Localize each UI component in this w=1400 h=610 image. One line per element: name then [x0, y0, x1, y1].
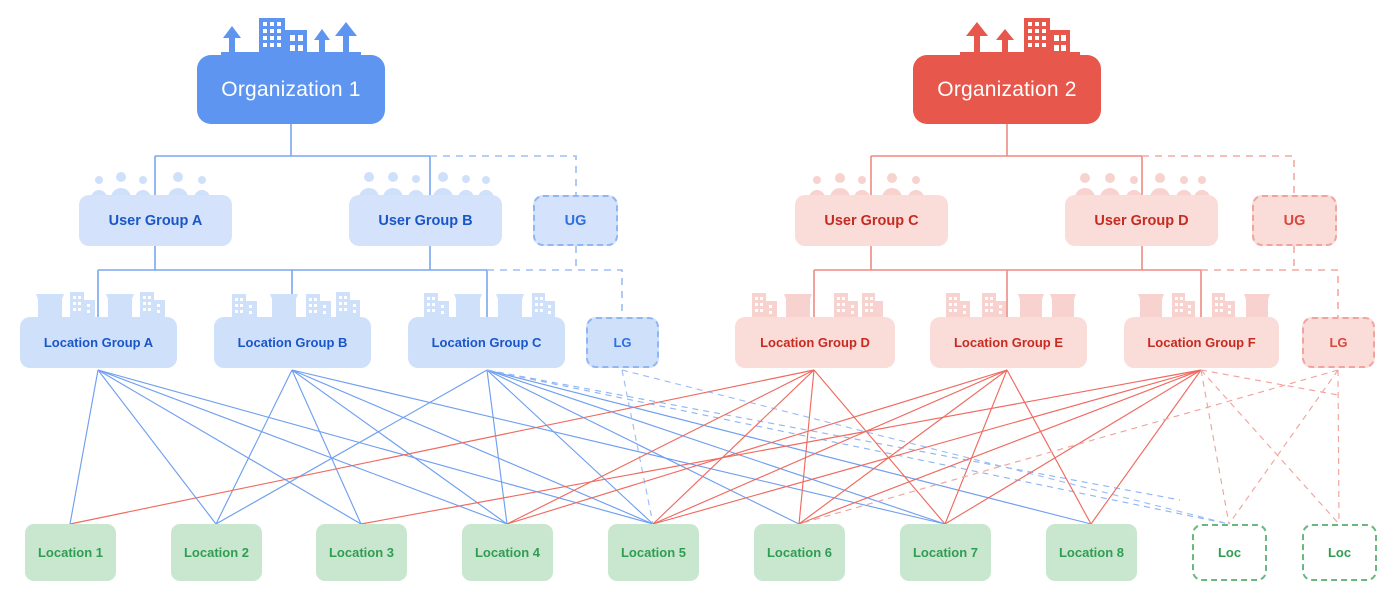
user-group-node-c[interactable]: User Group C: [795, 195, 948, 246]
organization-node-1[interactable]: Organization 1: [197, 55, 385, 124]
location-placeholder-1[interactable]: Loc: [1192, 524, 1267, 581]
location-group-node-c[interactable]: Location Group C: [408, 317, 565, 368]
user-group-node-a[interactable]: User Group A: [79, 195, 232, 246]
organization-node-2[interactable]: Organization 2: [913, 55, 1101, 124]
user-group-placeholder-2[interactable]: UG: [1252, 195, 1337, 246]
user-group-node-d[interactable]: User Group D: [1065, 195, 1218, 246]
lg-ghost-red-lines: [798, 369, 1340, 525]
org1-ug-to-lg-lines: [97, 246, 488, 317]
location-label: Location 6: [766, 545, 832, 560]
location-node-7[interactable]: Location 7: [900, 524, 991, 581]
location-group-label: Location Group D: [760, 335, 870, 350]
org2-ghost-ug-line: [1142, 155, 1295, 195]
lga-to-locations: [69, 369, 654, 525]
user-group-label: User Group A: [108, 212, 203, 229]
location-label: Location 4: [474, 545, 540, 560]
location-group-label: Location Group F: [1147, 335, 1256, 350]
location-group-placeholder-2[interactable]: LG: [1302, 317, 1375, 368]
location-group-placeholder-1[interactable]: LG: [586, 317, 659, 368]
location-group-label: Location Group A: [43, 335, 154, 350]
lgd-to-locations: [69, 369, 946, 525]
lgb-to-locations: [215, 369, 946, 525]
user-group-placeholder-label: UG: [1283, 212, 1306, 229]
lgc-to-location-placeholder: [486, 369, 1230, 525]
location-node-2[interactable]: Location 2: [171, 524, 262, 581]
location-group-label: Location Group C: [431, 335, 542, 350]
location-group-node-f[interactable]: Location Group F: [1124, 317, 1279, 368]
location-node-3[interactable]: Location 3: [316, 524, 407, 581]
location-group-node-e[interactable]: Location Group E: [930, 317, 1087, 368]
organization-label: Organization 1: [221, 77, 361, 101]
location-group-label: Location Group E: [953, 335, 1064, 350]
org2-ghost-lg-line: [1201, 246, 1339, 317]
location-group-label: Location Group B: [237, 335, 348, 350]
location-label: Location 1: [37, 545, 103, 560]
user-group-label: User Group D: [1094, 212, 1189, 229]
location-node-1[interactable]: Location 1: [25, 524, 116, 581]
location-label: Location 2: [183, 545, 249, 560]
location-label: Location 7: [912, 545, 978, 560]
org1-ghost-ug-line: [430, 155, 577, 195]
location-node-6[interactable]: Location 6: [754, 524, 845, 581]
location-group-placeholder-label: LG: [1329, 335, 1348, 350]
location-label: Location 5: [620, 545, 686, 560]
location-node-8[interactable]: Location 8: [1046, 524, 1137, 581]
user-group-label: User Group C: [824, 212, 919, 229]
location-node-5[interactable]: Location 5: [608, 524, 699, 581]
location-group-node-d[interactable]: Location Group D: [735, 317, 895, 368]
user-group-placeholder-1[interactable]: UG: [533, 195, 618, 246]
lgc-to-locations: [215, 369, 1092, 525]
location-placeholder-label: Loc: [1327, 545, 1352, 560]
location-placeholder-label: Loc: [1217, 545, 1242, 560]
organization-label: Organization 2: [937, 77, 1077, 101]
org1-tree-lines: [154, 124, 431, 195]
org1-ghost-lg-line: [487, 246, 623, 317]
user-group-node-b[interactable]: User Group B: [349, 195, 502, 246]
location-placeholder-2[interactable]: Loc: [1302, 524, 1377, 581]
location-group-node-b[interactable]: Location Group B: [214, 317, 371, 368]
lgf-to-location-placeholders: [1200, 369, 1340, 525]
user-group-label: User Group B: [378, 212, 473, 229]
lge-to-locations: [506, 369, 1092, 525]
location-group-node-a[interactable]: Location Group A: [20, 317, 177, 368]
org2-ug-to-lg-lines: [813, 246, 1202, 317]
location-label: Location 3: [328, 545, 394, 560]
lgf-to-locations: [360, 369, 1202, 525]
location-label: Location 8: [1058, 545, 1124, 560]
location-node-4[interactable]: Location 4: [462, 524, 553, 581]
org2-tree-lines: [870, 124, 1143, 195]
location-group-placeholder-label: LG: [613, 335, 632, 350]
user-group-placeholder-label: UG: [564, 212, 587, 229]
